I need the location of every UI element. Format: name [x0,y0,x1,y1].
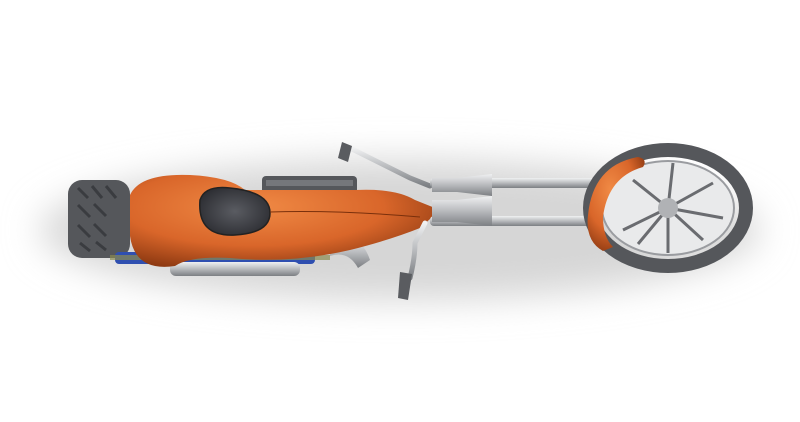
rear-tire [68,180,130,258]
front-fender [587,157,645,251]
grips [338,142,412,300]
front-forks [430,174,610,226]
body-fairing [130,174,440,267]
